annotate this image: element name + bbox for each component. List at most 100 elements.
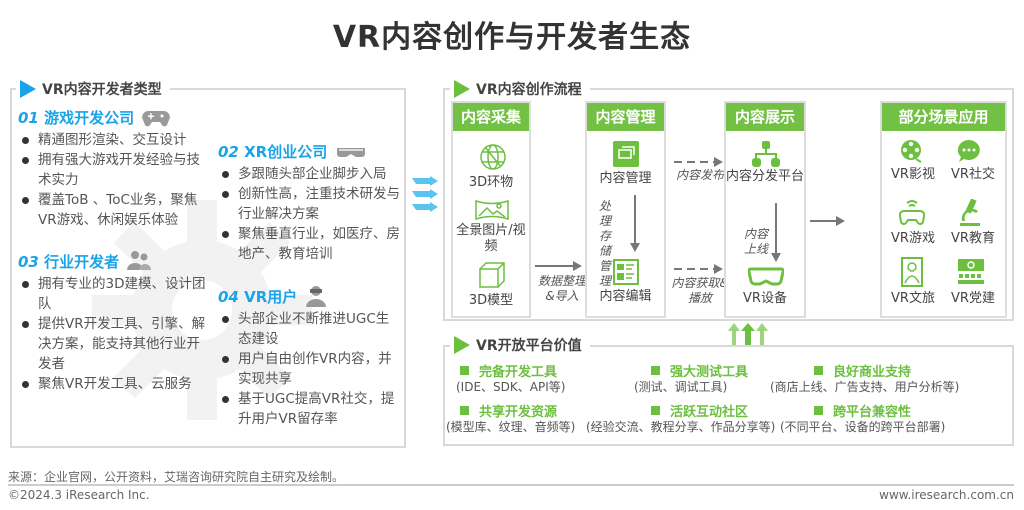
gear-watermark-icon [92,200,312,420]
display-title: 内容展示 [726,103,804,131]
group-game-dev: 01 游戏开发公司 精通图形渲染、交互设计拥有强大游戏开发经验与技术实力覆盖To… [18,107,208,230]
group-number: 01 [18,109,39,127]
vr-headset-icon [337,147,366,157]
list-item: 基于UGC提高VR社交，提升用户VR留存率 [218,389,400,429]
vr-device-icon [748,267,784,286]
arrow-down-icon [630,195,640,252]
gamepad-icon [142,110,170,126]
arrow-right-icon [810,216,845,226]
cube-icon [479,262,505,288]
platform-item-desc: (模型库、纹理、音频等) [446,420,576,434]
platform-item-title: 良好商业支持 [814,361,911,380]
manage-column: 内容管理 内容管理 处理存储管理 内容编辑 [585,101,666,318]
apps-title: 部分场景应用 [882,103,1005,131]
platform-panel [443,345,1014,446]
publish-label: 内容发布 [675,168,724,182]
panorama-icon [475,199,509,221]
list-item: 用户自由创作VR内容，并实现共享 [218,349,400,389]
developer-types-panel [10,88,406,448]
list-item: 聚焦VR开发工具、云服务 [18,374,208,394]
group-number: 03 [18,252,39,271]
globe-icon [480,144,506,170]
platform-item-title: 活跃互动社区 [651,401,748,420]
display-column: 内容展示 内容分发平台 内容上线 VR设备 [724,101,806,318]
platform-item-desc: (商店上线、广告支持、用户分析等) [770,380,960,394]
content-manage-icon [613,141,639,167]
platform-item-desc: (经验交流、教程分享、作品分享等) [586,420,776,434]
list-item: 拥有强大游戏开发经验与技术实力 [18,150,208,190]
film-reel-icon [901,140,922,163]
manage-item: 内容管理 [599,171,652,186]
group-xr-startup: 02 XR创业公司 多跟随头部企业脚步入局创新性高，注重技术研发与行业解决方案聚… [218,141,400,264]
playback-label: 内容获取&播放 [671,276,729,305]
manage-title: 内容管理 [587,103,664,131]
group-industry-dev: 03 行业开发者 拥有专业的3D建模、设计团队提供VR开发工具、引擎、解决方案，… [18,250,208,394]
website-link[interactable]: www.iresearch.com.cn [879,488,1014,502]
group-vr-user: 04 VR用户 头部企业不断推进UGC生态建设用户自由创作VR内容，并实现共享基… [218,285,400,429]
arrow-right-icon [535,261,582,271]
collect-title: 内容采集 [453,103,529,131]
developer-types-header: VR内容开发者类型 [16,79,170,99]
group-name: VR用户 [244,287,298,306]
platform-item-desc: (IDE、SDK、API等) [456,380,566,394]
header-label: VR开放平台价值 [476,338,582,354]
apps-column: 部分场景应用 VR影视 VR社交 VR游戏 VR教育 VR文旅 VR党建 [880,101,1007,318]
display-arrow-label: 内容上线 [744,227,769,256]
group-number: 04 [218,287,239,306]
copyright: ©2024.3 iResearch Inc. [8,488,150,502]
content-edit-icon [613,259,639,285]
collect-column: 内容采集 3D环物 全景图片/视频 3D模型 [451,101,531,318]
process-panel [443,88,1014,321]
chat-icon [957,139,980,162]
dashed-arrow-icon [674,264,723,274]
up-arrows-icon [728,323,768,347]
platform-item-title: 跨平台兼容性 [814,401,911,420]
source-note: 来源：企业官网，公开资料，艾瑞咨询研究院自主研究及绘制。 [8,470,345,484]
app-item: VR游戏 [891,231,935,246]
footer-divider [8,484,1014,486]
manage-arrow-label: 处理存储管理 [599,199,612,288]
header-label: VR内容开发者类型 [42,82,162,98]
list-item: 覆盖ToB 、ToC业务，聚焦VR游戏、休闲娱乐体验 [18,190,208,230]
import-label: 数据整理&导入 [538,274,587,303]
list-item: 头部企业不断推进UGC生态建设 [218,309,400,349]
header-label: VR内容创作流程 [476,82,582,98]
dashed-arrow-icon [674,157,723,167]
triangle-icon [454,336,470,354]
display-item: 内容分发平台 [726,169,805,184]
page-title: VR内容创作与开发者生态 [332,20,692,55]
list-item: 多跟随头部企业脚步入局 [218,164,400,184]
group-name: XR创业公司 [244,143,328,161]
team-icon [127,251,152,270]
app-item: VR党建 [951,291,995,306]
arrow-down-icon [771,203,781,262]
app-item: VR教育 [951,231,995,246]
triangle-icon [20,80,36,98]
group-number: 02 [218,143,239,161]
platform-item-title: 强大测试工具 [651,361,748,380]
game-controller-icon [899,200,925,225]
manage-item: 内容编辑 [599,289,652,304]
collect-item: 3D模型 [468,293,514,308]
platform-item-desc: (不同平台、设备的跨平台部署) [780,420,946,434]
microscope-icon [960,199,980,226]
list-item: 拥有专业的3D建模、设计团队 [18,274,208,314]
list-item: 聚焦垂直行业，如医疗、房地产、教育培训 [218,224,400,264]
collect-item: 全景图片/视频 [456,223,526,254]
app-item: VR文旅 [891,291,935,306]
party-building-icon [958,259,984,284]
platform-item-title: 完备开发工具 [460,361,557,380]
process-header: VR内容创作流程 [450,79,590,99]
app-item: VR社交 [951,167,995,182]
painting-icon [901,257,923,287]
vr-user-icon [306,286,327,307]
triangle-icon [454,80,470,98]
platform-item-title: 共享开发资源 [460,401,557,420]
group-name: 游戏开发公司 [44,109,135,127]
collect-item: 3D环物 [468,175,514,190]
app-item: VR影视 [891,167,935,182]
list-item: 提供VR开发工具、引擎、解决方案，能支持其他行业开发者 [18,314,208,374]
distribution-icon [752,141,780,167]
platform-item-desc: (测试、调试工具) [634,380,728,394]
group-name: 行业开发者 [44,252,120,271]
